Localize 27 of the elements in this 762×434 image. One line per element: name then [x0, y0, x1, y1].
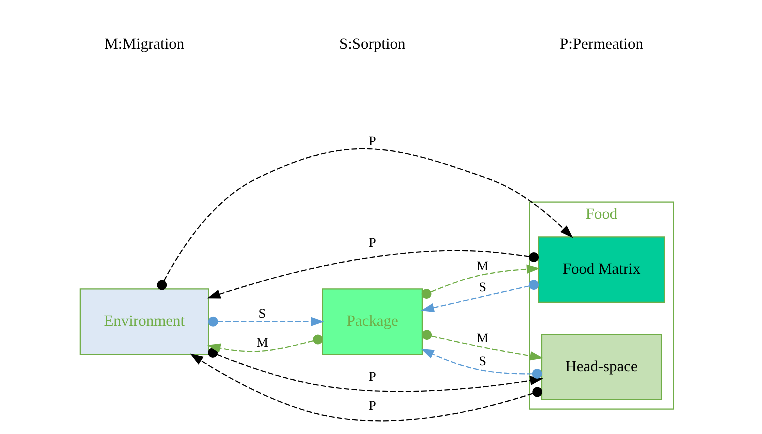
node-box: Food Matrix — [538, 236, 665, 304]
arrow — [206, 250, 539, 299]
node-box: Head-space — [540, 334, 662, 400]
edge-label: S — [258, 306, 266, 322]
label: M:Migration — [104, 36, 184, 54]
node-box: Package — [322, 288, 422, 356]
edge-label: P — [368, 369, 376, 384]
arrow — [421, 264, 540, 300]
arrow — [420, 280, 539, 313]
arrow — [420, 348, 542, 379]
arrow — [156, 148, 573, 290]
edge-label: P — [368, 235, 376, 250]
label: P:Permeation — [560, 36, 643, 54]
node-box: Environment — [79, 288, 209, 356]
label: S:Sorption — [339, 36, 406, 54]
edge-label: S — [478, 280, 486, 295]
edge-label: M — [476, 330, 488, 346]
edge-label: M — [256, 334, 268, 350]
arrow — [208, 348, 544, 392]
arrow — [422, 330, 544, 361]
edge-label: P — [368, 398, 376, 413]
arrow — [190, 354, 542, 422]
edge-label: S — [478, 354, 486, 369]
arrow — [206, 334, 323, 353]
arrow — [208, 316, 324, 327]
edge-label: P — [368, 133, 376, 148]
edge-label: M — [476, 258, 488, 274]
